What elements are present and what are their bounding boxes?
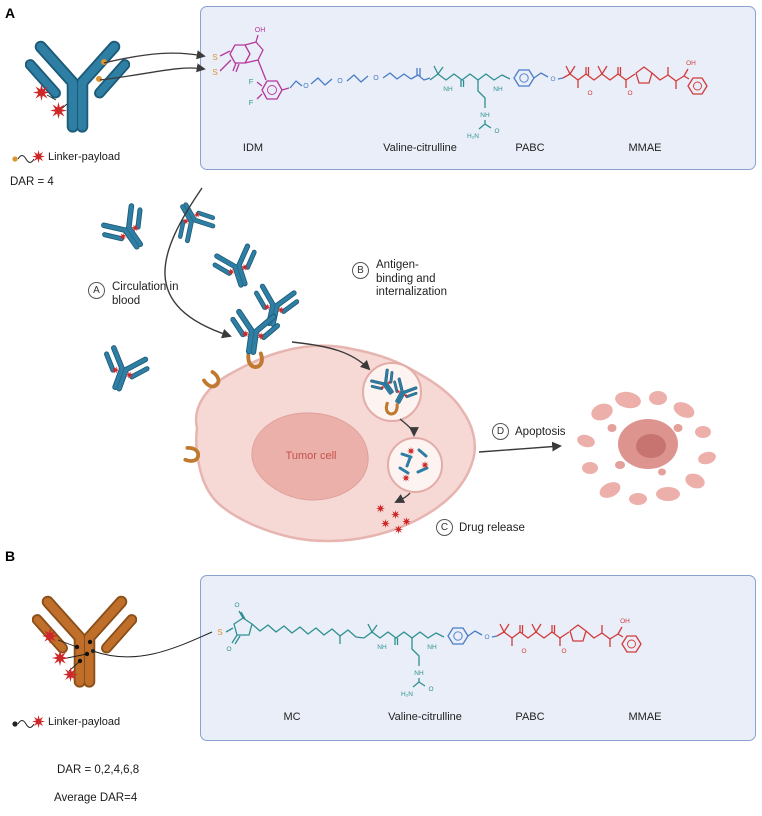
- cysteine-site: [74, 644, 80, 650]
- atom-oh-a: OH: [255, 27, 266, 34]
- cysteine-site: [84, 651, 90, 657]
- label-mc: MC: [283, 711, 301, 723]
- valcit-pabc-mmae-a: [429, 59, 708, 141]
- arrow-internalization: [291, 341, 371, 371]
- arrow-trafficking: [399, 418, 419, 437]
- tumor-cell-label: Tumor cell: [285, 450, 337, 462]
- atom-s-b: S: [217, 628, 222, 637]
- label-valcit-a: Valine-citrulline: [383, 142, 457, 154]
- atom-o2-b: O: [234, 602, 239, 609]
- average-dar-text: Average DAR=4: [54, 792, 138, 804]
- conjugation-arrows: [99, 50, 206, 81]
- label-pabc-a: PABC: [515, 142, 545, 154]
- step-d-line1: Apoptosis: [515, 426, 566, 438]
- chem-structure-a: S S OH F F: [212, 27, 708, 141]
- arrow-apoptosis: [478, 441, 562, 453]
- step-b-line1: Antigen-: [376, 259, 419, 271]
- step-a-badge: A: [88, 282, 105, 299]
- legend-a-label: Linker-payload: [48, 151, 121, 163]
- step-d-label: Apoptosis: [515, 426, 566, 440]
- atom-peg-o3: O: [373, 75, 379, 82]
- step-c-label: Drug release: [459, 522, 525, 536]
- valcit-pabc-mmae-b: [363, 617, 642, 699]
- legend-b-icon: [12, 715, 45, 728]
- label-idm: IDM: [242, 142, 264, 154]
- tumor-cell: [194, 344, 477, 543]
- idm-moiety: [219, 34, 290, 100]
- step-b-badge: B: [352, 262, 369, 279]
- step-a-line1: Circulation in: [112, 281, 179, 293]
- cysteine-site: [77, 658, 83, 664]
- structure-panel-b-box: [200, 575, 756, 741]
- step-c-badge: C: [436, 519, 453, 536]
- bound-adc: [229, 311, 279, 355]
- apoptotic-cell: [577, 391, 716, 505]
- panel-b-letter: B: [5, 548, 16, 564]
- degraded-antibody-fragments: [398, 448, 429, 475]
- legend-a-icon: [12, 150, 45, 163]
- late-endosome: [387, 437, 443, 493]
- step-c-line1: Drug release: [459, 522, 525, 534]
- atom-peg-o2: O: [337, 78, 343, 85]
- step-b-line3: internalization: [376, 286, 447, 298]
- chem-structure-b: S O O: [217, 602, 642, 699]
- dar-b-text: DAR = 0,2,4,6,8: [57, 764, 140, 776]
- mc-moiety: [225, 610, 365, 645]
- peg-linker: [289, 68, 431, 89]
- payload-burst: [52, 650, 68, 666]
- atom-f2: F: [249, 98, 254, 107]
- atom-s1-a: S: [212, 53, 217, 62]
- label-pabc-b: PABC: [515, 711, 545, 723]
- payload-burst: [63, 667, 78, 682]
- payload-burst: [33, 84, 50, 101]
- dar-a-text: DAR = 4: [10, 176, 54, 188]
- atom-s2-a: S: [212, 68, 217, 77]
- circulating-adc: [212, 245, 262, 291]
- step-d-badge: D: [492, 423, 509, 440]
- atom-peg-o1: O: [303, 83, 309, 90]
- panel-a-letter: A: [5, 5, 16, 21]
- early-endosome: [362, 362, 422, 422]
- conjugation-site: [101, 59, 107, 65]
- legend-b-label: Linker-payload: [48, 716, 121, 728]
- mechanism-arrows: [164, 187, 562, 503]
- label-valcit-b: Valine-citrulline: [388, 711, 462, 723]
- step-b-label: Antigen- binding and internalization: [376, 259, 447, 300]
- payload-burst: [42, 628, 58, 644]
- atom-f1: F: [249, 77, 254, 86]
- label-mmae-a: MMAE: [628, 142, 662, 154]
- adc-molecule-a: [30, 47, 125, 127]
- linker-connector-b: [92, 631, 213, 658]
- circulating-adc: [251, 285, 299, 328]
- step-a-line2: blood: [112, 294, 141, 307]
- arrow-entry: [164, 187, 232, 339]
- conjugation-site: [96, 76, 102, 82]
- payload-burst: [50, 102, 67, 119]
- step-a-label: Circulation in blood: [112, 281, 178, 308]
- atom-o1-b: O: [226, 646, 231, 653]
- label-mmae-b: MMAE: [628, 711, 662, 723]
- adc-molecule-b: [37, 602, 213, 682]
- circulating-adc: [97, 346, 150, 395]
- cysteine-site: [87, 639, 93, 645]
- arrow-drug-release: [394, 492, 411, 503]
- surface-receptor: [183, 445, 202, 465]
- nucleus: [251, 412, 369, 501]
- step-b-line2: binding and: [376, 272, 436, 285]
- circulating-adc: [100, 203, 156, 258]
